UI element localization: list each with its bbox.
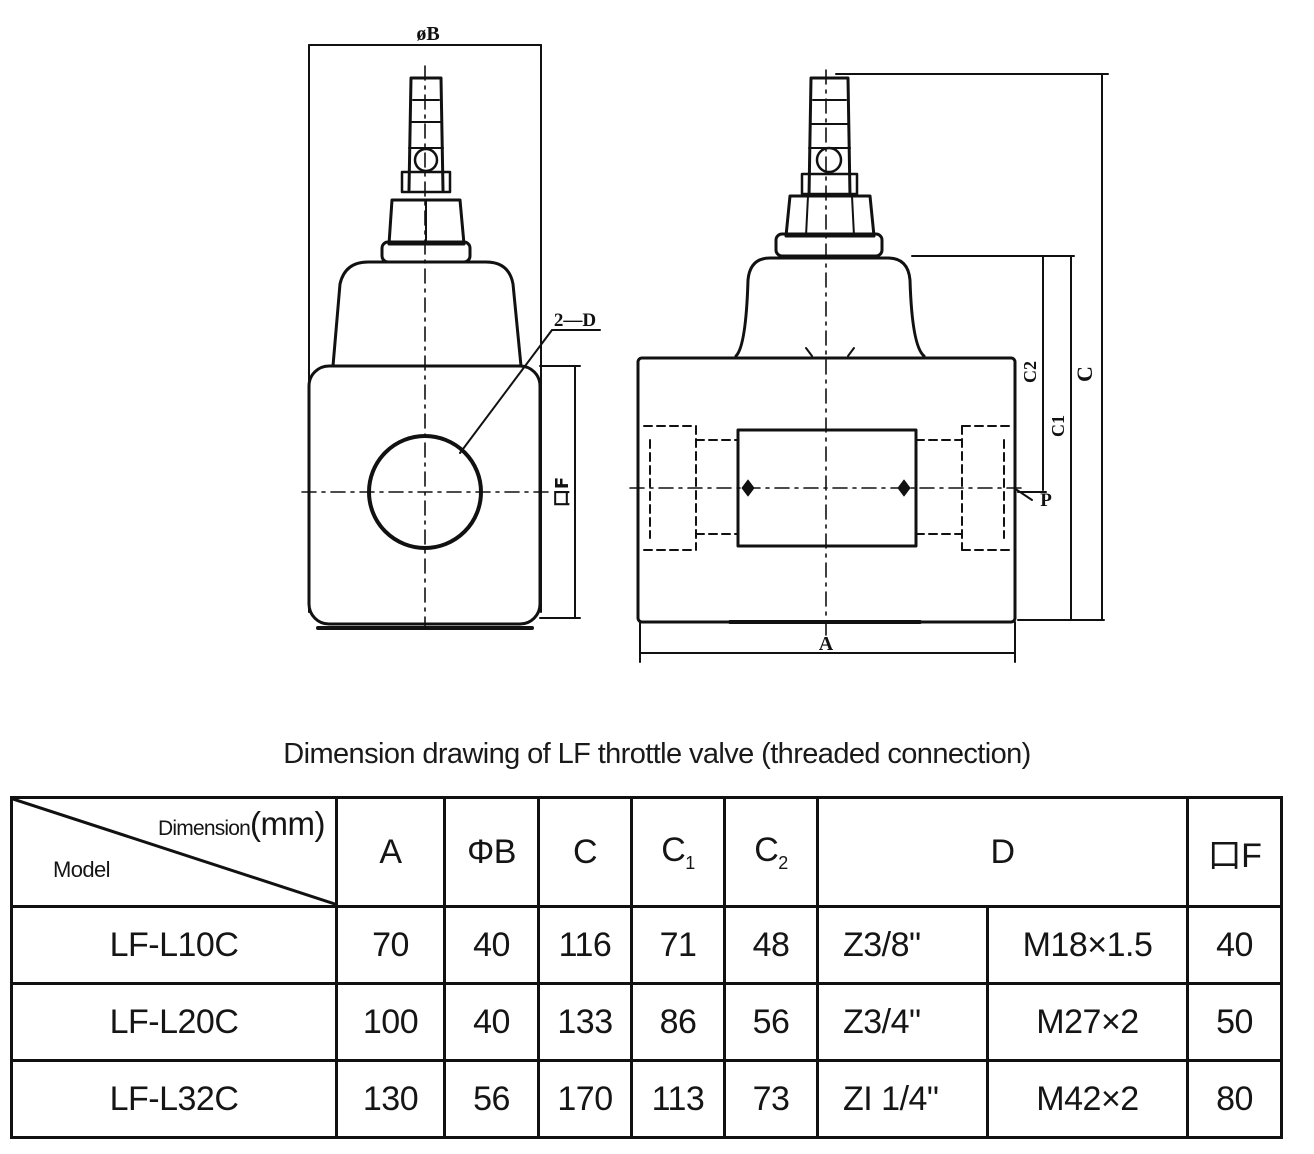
f-cell: 80: [1186, 1059, 1283, 1139]
table-row: LF-L32C 130 56 170 113 73 ZI 1/4" M42×2 …: [10, 1059, 1283, 1139]
header-f: 口F: [1186, 796, 1283, 908]
front-view: øB 2—D 口F: [301, 23, 601, 630]
table-row: LF-L10C 70 40 116 71 48 Z3/8" M18×1.5 40: [10, 905, 1283, 985]
c2-cell: 56: [723, 982, 819, 1062]
model-cell: LF-L20C: [10, 982, 338, 1062]
c-label: C: [1072, 366, 1097, 382]
d-pipe-cell: Z3/4": [816, 982, 989, 1062]
d-metric-cell: M18×1.5: [986, 905, 1189, 985]
f-cell: 40: [1186, 905, 1283, 985]
a-cell: 100: [335, 982, 446, 1062]
valve-dimension-drawing: øB 2—D 口F: [301, 23, 1109, 663]
phi-b-label: øB: [416, 23, 439, 45]
c-cell: 116: [537, 905, 633, 985]
drawing-caption: Dimension drawing of LF throttle valve (…: [283, 738, 1031, 770]
a-label: A: [819, 633, 834, 655]
header-d: D: [816, 796, 1189, 908]
c-cell: 133: [537, 982, 633, 1062]
b-cell: 56: [443, 1059, 540, 1139]
p-label: P: [1040, 490, 1052, 511]
side-view: P C2 C1 C A: [629, 69, 1109, 663]
dimension-header: Dimension(mm): [158, 805, 325, 842]
b-cell: 40: [443, 982, 540, 1062]
model-cell: LF-L32C: [10, 1059, 338, 1139]
table-header-row: Dimension(mm) Model A ΦB C C1 C2 D 口F: [10, 796, 1283, 908]
corner-header-cell: Dimension(mm) Model: [10, 796, 338, 908]
c2-cell: 48: [723, 905, 819, 985]
f-cell: 50: [1186, 982, 1283, 1062]
c1-label: C1: [1048, 415, 1068, 437]
header-c: C: [537, 796, 633, 908]
c1-cell: 86: [630, 982, 726, 1062]
model-header: Model: [53, 857, 111, 882]
header-a: A: [335, 796, 446, 908]
c-cell: 170: [537, 1059, 633, 1139]
table-row: LF-L20C 100 40 133 86 56 Z3/4" M27×2 50: [10, 982, 1283, 1062]
two-d-label: 2—D: [554, 310, 596, 331]
dimension-table: Dimension(mm) Model A ΦB C C1 C2 D 口F LF…: [10, 796, 1283, 1139]
header-c2: C2: [723, 796, 819, 908]
c1-cell: 113: [630, 1059, 726, 1139]
c2-cell: 73: [723, 1059, 819, 1139]
d-metric-cell: M42×2: [986, 1059, 1189, 1139]
header-c1: C1: [630, 796, 726, 908]
corner-diagonal: [14, 800, 334, 904]
square-f-label: 口F: [552, 477, 573, 507]
b-cell: 40: [443, 905, 540, 985]
header-b: ΦB: [443, 796, 540, 908]
c1-cell: 71: [630, 905, 726, 985]
d-pipe-cell: ZI 1/4": [816, 1059, 989, 1139]
c2-label: C2: [1020, 361, 1040, 383]
a-cell: 130: [335, 1059, 446, 1139]
d-metric-cell: M27×2: [986, 982, 1189, 1062]
d-pipe-cell: Z3/8": [816, 905, 989, 985]
model-cell: LF-L10C: [10, 905, 338, 985]
a-cell: 70: [335, 905, 446, 985]
